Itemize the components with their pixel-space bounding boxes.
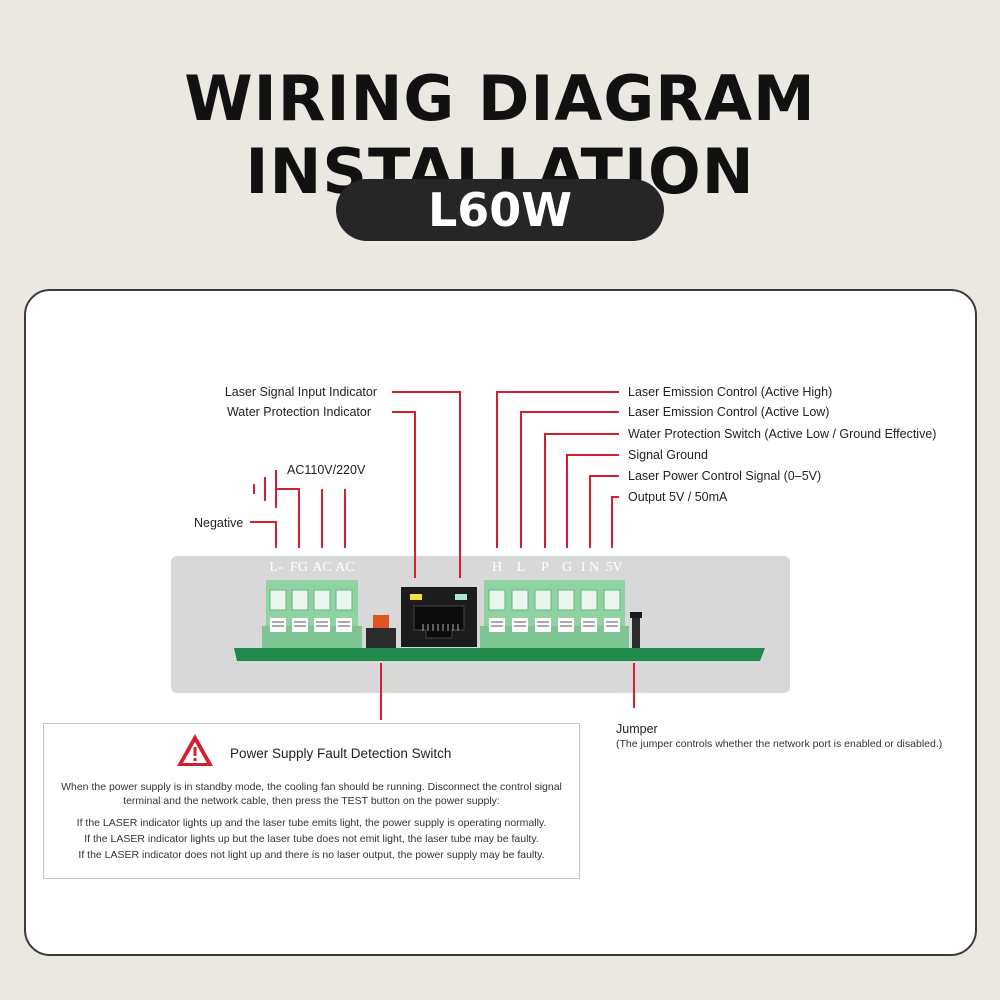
- pin-label-h: H: [492, 560, 502, 575]
- board-panel: [171, 556, 790, 693]
- right-terminal-block: [480, 580, 629, 648]
- label-p: Water Protection Switch (Active Low / Gr…: [628, 427, 936, 441]
- pin-label-5v: 5V: [605, 560, 622, 575]
- pin-label-fg: FG: [290, 560, 308, 575]
- jumper: [630, 612, 642, 648]
- pin-label-l-minus: L-: [269, 560, 283, 575]
- laser-signal-led: [410, 594, 422, 600]
- label-g: Signal Ground: [628, 448, 708, 462]
- label-l: Laser Emission Control (Active Low): [628, 405, 829, 419]
- water-protection-indicator-label: Water Protection Indicator: [227, 405, 371, 419]
- negative-label: Negative: [194, 516, 243, 530]
- notice-line: If the LASER indicator lights up but the…: [84, 833, 539, 845]
- page-title: WIRING DIAGRAM INSTALLATION: [184, 62, 816, 208]
- network-port: [401, 587, 477, 647]
- warning-icon: [177, 734, 213, 766]
- pin-label-p: P: [541, 560, 549, 575]
- left-terminal-block: [262, 580, 362, 648]
- laser-signal-input-indicator-label: Laser Signal Input Indicator: [225, 385, 377, 399]
- notice-title: Power Supply Fault Detection Switch: [230, 746, 452, 761]
- pin-label-in: I N: [581, 560, 599, 575]
- pin-label-g: G: [562, 560, 572, 575]
- ground-icon: [253, 470, 277, 508]
- pin-label-l: L: [517, 560, 526, 575]
- pcb-board: [234, 648, 765, 661]
- label-h: Laser Emission Control (Active High): [628, 385, 832, 399]
- model-badge: L60W: [336, 179, 664, 241]
- test-button[interactable]: [366, 615, 396, 648]
- water-protection-led: [455, 594, 467, 600]
- label-5v: Output 5V / 50mA: [628, 490, 728, 504]
- pin-label-ac-1: AC: [312, 560, 331, 575]
- notice-lines: If the LASER indicator lights up and the…: [54, 815, 569, 863]
- jumper-note: (The jumper controls whether the network…: [616, 738, 943, 750]
- ac-input-label: AC110V/220V: [287, 463, 366, 477]
- fault-detection-notice: Power Supply Fault Detection Switch When…: [43, 723, 580, 879]
- label-in: Laser Power Control Signal (0–5V): [628, 469, 821, 483]
- wiring-lines: [250, 391, 635, 720]
- pin-label-ac-2: AC: [335, 560, 354, 575]
- jumper-label: Jumper: [616, 722, 658, 736]
- notice-line: If the LASER indicator lights up and the…: [76, 817, 547, 829]
- notice-intro: When the power supply is in standby mode…: [61, 781, 562, 807]
- notice-line: If the LASER indicator does not light up…: [78, 849, 545, 861]
